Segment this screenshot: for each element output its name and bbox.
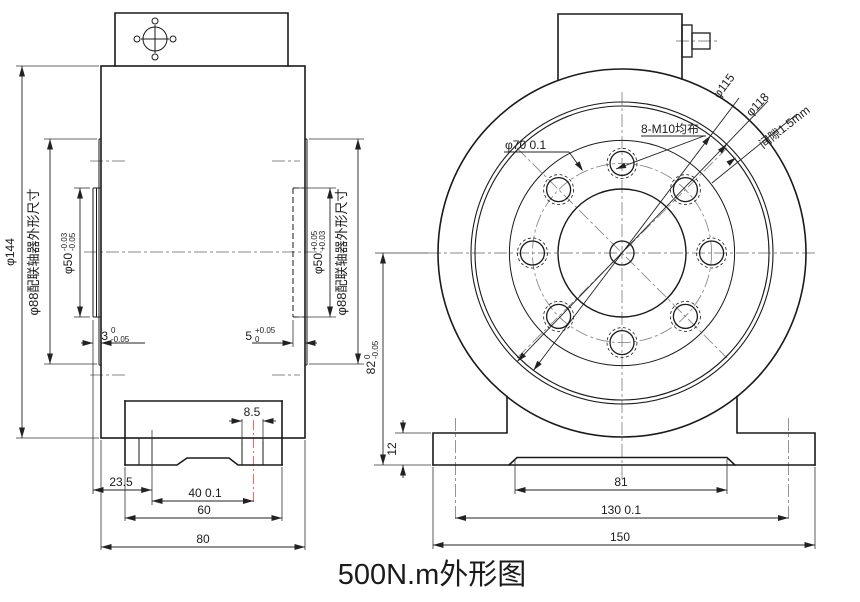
dim-82: 82 0 -0.05 bbox=[363, 340, 380, 374]
dim-130: 130 0.1 bbox=[601, 503, 641, 517]
right-view-connector-box bbox=[557, 13, 711, 81]
svg-text:5: 5 bbox=[245, 329, 252, 343]
left-view-foot bbox=[124, 400, 283, 466]
dim-150: 150 bbox=[610, 530, 630, 544]
right-view-body bbox=[437, 68, 807, 438]
left-view-centerlines bbox=[84, 160, 322, 502]
svg-text:φ50: φ50 bbox=[311, 253, 325, 274]
svg-text:0: 0 bbox=[111, 326, 116, 335]
bolt-circle bbox=[531, 162, 713, 344]
svg-text:0: 0 bbox=[255, 335, 260, 344]
dim-phi88-left: φ88配联轴器外形尺寸 bbox=[26, 189, 41, 316]
svg-text:+0.05: +0.05 bbox=[255, 326, 276, 335]
svg-text:-0.05: -0.05 bbox=[111, 335, 130, 344]
left-view-extension-lines bbox=[16, 65, 364, 550]
svg-text:-0.05: -0.05 bbox=[68, 232, 77, 251]
right-view: φ115 φ118 间隙1.5mm 8-M10均布 φ70 0.1 bbox=[363, 13, 818, 549]
dim-3: 3 0 -0.05 bbox=[101, 326, 129, 344]
right-view-dimension-lines bbox=[380, 253, 815, 548]
bolt-pattern-label: 8-M10均布 bbox=[641, 122, 699, 136]
right-view-leaders: φ115 φ118 间隙1.5mm 8-M10均布 φ70 0.1 bbox=[504, 71, 813, 371]
dim-phi115: φ115 bbox=[710, 71, 738, 101]
dim-81: 81 bbox=[614, 475, 628, 489]
svg-text:0: 0 bbox=[363, 354, 372, 359]
gap-label: 间隙1.5mm bbox=[756, 103, 812, 151]
svg-text:+0.03: +0.03 bbox=[318, 230, 327, 251]
dim-phi88-right: φ88配联轴器外形尺寸 bbox=[334, 189, 349, 316]
dim-12: 12 bbox=[385, 442, 399, 456]
svg-text:φ50: φ50 bbox=[61, 253, 75, 274]
right-view-dimension-labels: 82 0 -0.05 12 81 130 0.1 150 bbox=[363, 340, 641, 544]
right-view-base bbox=[432, 395, 816, 467]
left-view-dimension-lines bbox=[19, 66, 361, 550]
dim-phi50-right: φ50 +0.05 +0.03 bbox=[310, 230, 327, 274]
svg-text:82: 82 bbox=[364, 361, 378, 375]
left-view-body bbox=[92, 12, 308, 439]
right-view-centerlines bbox=[428, 40, 818, 522]
dim-60: 60 bbox=[197, 503, 211, 517]
dim-40: 40 0.1 bbox=[188, 486, 222, 500]
dim-8-5: 8.5 bbox=[244, 405, 261, 419]
center-hole bbox=[609, 240, 635, 266]
dim-5: 5 +0.05 0 bbox=[245, 326, 275, 344]
dim-phi118: φ118 bbox=[743, 90, 772, 119]
dim-phi144: φ144 bbox=[3, 238, 17, 266]
dim-phi50-left: φ50 -0.03 -0.05 bbox=[60, 232, 77, 274]
svg-text:-0.03: -0.03 bbox=[60, 232, 69, 251]
drawing-title: 500N.m外形图 bbox=[338, 558, 527, 591]
svg-text:3: 3 bbox=[101, 329, 108, 343]
svg-text:-0.05: -0.05 bbox=[371, 340, 380, 359]
dim-phi70: φ70 0.1 bbox=[505, 138, 546, 152]
dim-80: 80 bbox=[196, 532, 210, 546]
left-view-dimension-labels: φ144 φ88配联轴器外形尺寸 φ50 -0.03 -0.05 φ50 +0.… bbox=[3, 189, 349, 546]
left-view: φ144 φ88配联轴器外形尺寸 φ50 -0.03 -0.05 φ50 +0.… bbox=[3, 12, 364, 550]
dim-23-5: 23.5 bbox=[109, 475, 133, 489]
svg-text:+0.05: +0.05 bbox=[310, 230, 319, 251]
